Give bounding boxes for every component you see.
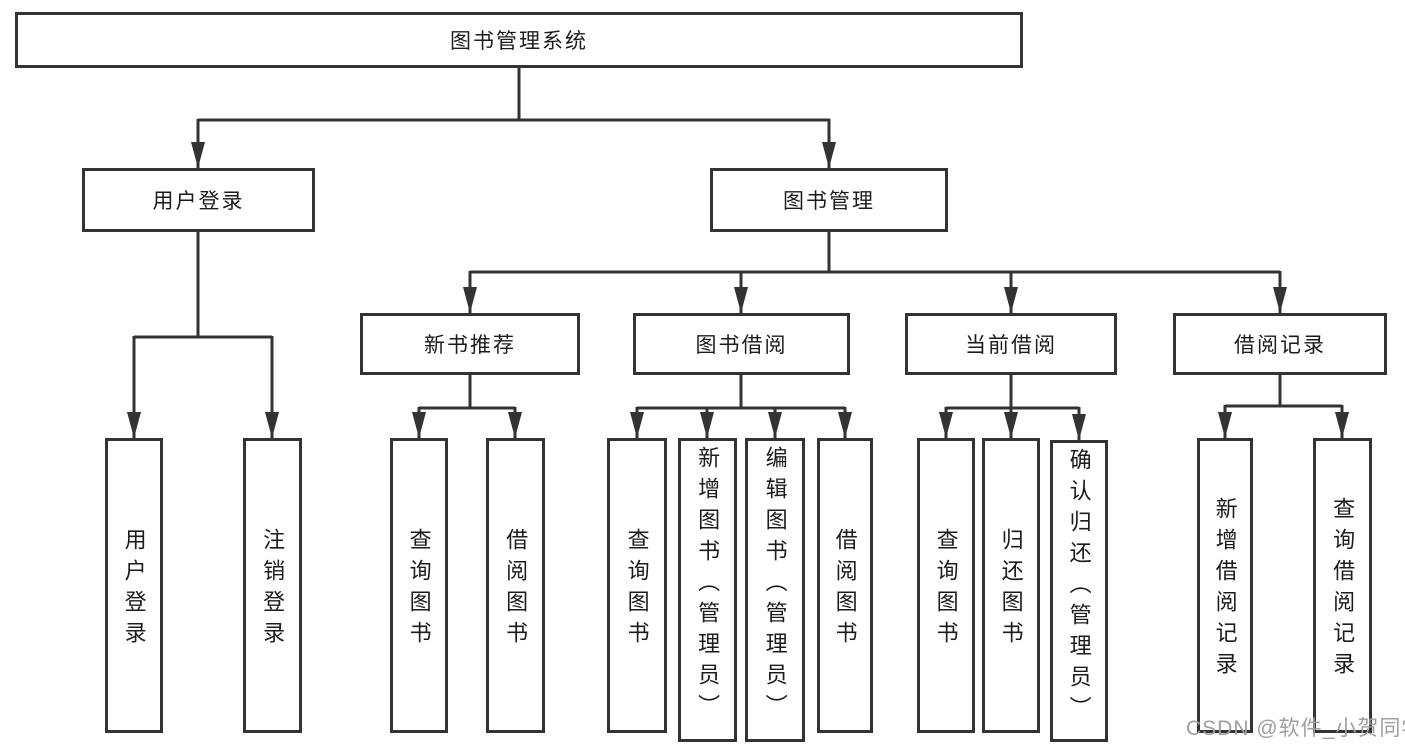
leaf-user-login-label: 用户登录	[121, 528, 147, 652]
leaf-confirm-return-admin: 确认归还（管理员）	[1050, 440, 1108, 742]
leaf-query-books-current: 查询图书	[917, 438, 975, 733]
leaf-query-books-current-label: 查询图书	[933, 528, 959, 652]
node-root-label: 图书管理系统	[450, 30, 588, 53]
leaf-query-books-recommend: 查询图书	[390, 438, 448, 733]
leaf-add-book-admin: 新增图书（管理员）	[678, 438, 737, 742]
node-borrow-records: 借阅记录	[1173, 313, 1387, 375]
node-user-login-label: 用户登录	[152, 190, 245, 213]
connector-current-borrow-children	[939, 375, 1086, 440]
node-root-system: 图书管理系统	[15, 12, 1023, 68]
node-book-borrowing-label: 图书借阅	[695, 334, 788, 357]
leaf-borrow-books-recommend: 借阅图书	[486, 438, 545, 733]
connector-user-login-children	[127, 232, 279, 438]
node-book-management-label: 图书管理	[783, 190, 875, 213]
connector-book-mgmt-children	[463, 232, 1287, 313]
leaf-add-borrow-record-label: 新增借阅记录	[1212, 497, 1238, 683]
node-book-management: 图书管理	[710, 168, 948, 232]
leaf-confirm-return-admin-label: 确认归还（管理员）	[1066, 448, 1092, 727]
leaf-query-books-recommend-label: 查询图书	[406, 528, 432, 652]
node-book-borrowing: 图书借阅	[633, 313, 850, 375]
leaf-user-login: 用户登录	[105, 438, 163, 733]
node-current-borrowing: 当前借阅	[905, 313, 1117, 375]
leaf-borrow-books-borrowing-label: 借阅图书	[832, 528, 858, 652]
leaf-query-borrow-record-label: 查询借阅记录	[1330, 497, 1356, 683]
leaf-return-books-label: 归还图书	[998, 528, 1024, 652]
leaf-query-books-borrowing-label: 查询图书	[624, 528, 650, 652]
leaf-edit-book-admin: 编辑图书（管理员）	[745, 438, 805, 742]
connector-borrow-records-children	[1218, 375, 1349, 438]
leaf-add-borrow-record: 新增借阅记录	[1197, 438, 1253, 733]
connector-book-borrow-children	[630, 375, 852, 438]
csdn-watermark: CSDN @软件_小贺同学	[1186, 717, 1405, 740]
node-borrow-records-label: 借阅记录	[1234, 334, 1326, 357]
leaf-borrow-books-borrowing: 借阅图书	[817, 438, 873, 733]
leaf-logout-label: 注销登录	[260, 528, 286, 652]
leaf-logout: 注销登录	[243, 438, 302, 733]
node-new-book-recommend-label: 新书推荐	[424, 334, 516, 357]
leaf-add-book-admin-label: 新增图书（管理员）	[695, 446, 721, 725]
leaf-return-books: 归还图书	[982, 438, 1040, 733]
node-new-book-recommend: 新书推荐	[360, 313, 580, 375]
node-user-login: 用户登录	[82, 168, 315, 232]
connector-root-to-level2	[191, 68, 836, 168]
leaf-query-books-borrowing: 查询图书	[607, 438, 667, 733]
leaf-borrow-books-recommend-label: 借阅图书	[503, 528, 529, 652]
leaf-query-borrow-record: 查询借阅记录	[1313, 438, 1372, 733]
connector-new-book-children	[412, 375, 522, 438]
leaf-edit-book-admin-label: 编辑图书（管理员）	[762, 446, 788, 725]
node-current-borrowing-label: 当前借阅	[965, 334, 1057, 357]
